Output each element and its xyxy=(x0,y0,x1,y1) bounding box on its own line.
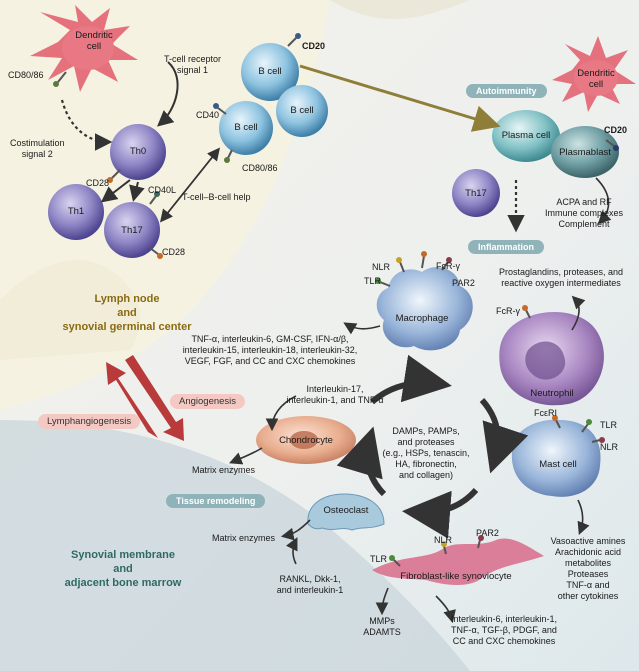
lymphangiogenesis-tag: Lymphangiogenesis xyxy=(38,414,141,429)
tlr-mast-label: TLR xyxy=(600,420,618,430)
fibroblast-cell xyxy=(372,538,544,585)
mmps-label: MMPs ADAMTS xyxy=(363,616,401,637)
osteoclast-label: Osteoclast xyxy=(323,505,369,516)
th1-label: Th1 xyxy=(67,206,85,217)
plasma-cell xyxy=(492,110,560,162)
lymph-node-title: Lymph node and synovial germinal center xyxy=(62,293,192,333)
acpa-label: ACPA and RF Immune complexes Complement xyxy=(544,197,624,229)
b-cell-2 xyxy=(276,85,328,137)
b-to-plasma-arrow xyxy=(299,64,501,132)
b-cell-1 xyxy=(241,43,299,101)
tlr-fibroblast-label: TLR xyxy=(370,554,388,564)
cd80-86-b-label: CD80/86 xyxy=(242,163,278,173)
t-b-help-label: T-cell–B-cell help xyxy=(182,192,251,202)
th0-label: Th0 xyxy=(129,146,147,157)
angiogenesis-arrow xyxy=(125,355,184,441)
b-cell-3 xyxy=(219,101,273,155)
cycle-arrow-bottom xyxy=(402,487,479,539)
prostaglandins-label: Prostaglandins, proteases, and reactive … xyxy=(498,267,624,288)
cd28-th17-label: CD28 xyxy=(162,247,186,257)
angiogenesis-tag: Angiogenesis xyxy=(170,394,246,409)
b-cell-1-label: B cell xyxy=(258,66,282,77)
dendritic-cell-right-label: Dendritic cell xyxy=(577,68,615,90)
cd20-top-label: CD20 xyxy=(302,41,326,51)
osteoclast-cell xyxy=(307,493,385,531)
macrophage-cell xyxy=(376,267,473,351)
plasmablast-label: Plasmablast xyxy=(559,147,611,158)
receptor-stubs xyxy=(53,33,619,567)
cd28-th0-label: CD28 xyxy=(86,178,110,188)
dendritic-cell-right xyxy=(552,36,636,112)
fcr-macrophage-label: FcR-γ xyxy=(436,261,460,271)
cd20-right-label: CD20 xyxy=(604,125,628,135)
mast-cell xyxy=(511,419,601,497)
b-cell-2-label: B cell xyxy=(290,105,314,116)
t-b-help-arrow-2 xyxy=(160,149,219,223)
cycle-arrow-right xyxy=(479,398,529,474)
matrix-enzymes-2-label: Matrix enzymes xyxy=(212,533,276,543)
damps-label: DAMPs, PAMPs, and proteases (e.g., HSPs,… xyxy=(382,426,470,480)
rankl-label: RANKL, Dkk-1, and interleukin-1 xyxy=(276,574,344,595)
neutrophil-label: Neutrophil xyxy=(530,388,574,399)
par2-macrophage-label: PAR2 xyxy=(452,278,475,288)
nlr-mast-label: NLR xyxy=(600,442,619,452)
th17-right-label: Th17 xyxy=(465,188,487,199)
costim-signal-label: Costimulation signal 2 xyxy=(10,138,65,159)
th0-th17-arrow xyxy=(129,181,145,202)
autoimmunity-tag: Autoimmunity xyxy=(466,84,547,98)
th17-cell-right xyxy=(452,169,500,217)
macrophage-output-label: TNF-α, interleukin-6, GM-CSF, IFN-α/β, i… xyxy=(182,334,358,366)
fibroblast-label: Fibroblast-like synoviocyte xyxy=(400,571,512,582)
mast-cell-label: Mast cell xyxy=(539,459,577,470)
macrophage-label: Macrophage xyxy=(395,313,449,324)
inflammation-tag: Inflammation xyxy=(468,240,545,254)
tcr-signal-arrow xyxy=(156,61,179,127)
th1-cell xyxy=(48,184,104,240)
plasmablast-cell xyxy=(551,126,619,178)
th0-th1-arrow xyxy=(100,179,131,203)
tissue-remodeling-tag: Tissue remodeling xyxy=(166,494,266,508)
b-cell-3-label: B cell xyxy=(234,122,258,133)
synovial-title: Synovial membrane and adjacent bone marr… xyxy=(64,549,182,589)
plasma-cell-label: Plasma cell xyxy=(501,130,551,141)
costim-signal-arrow xyxy=(60,99,113,151)
th17-cell-left xyxy=(104,202,160,258)
tcr-signal-label: T-cell receptor signal 1 xyxy=(164,54,222,75)
nlr-fibroblast-label: NLR xyxy=(434,535,453,545)
cd40-label: CD40 xyxy=(196,110,220,120)
lymphangiogenesis-arrow xyxy=(106,362,158,438)
fibroblast-output-label: Interleukin-6, interleukin-1, TNF-α, TGF… xyxy=(450,614,558,646)
cd40l-label: CD40L xyxy=(148,185,177,195)
fcr-neutrophil-label: FcR-γ xyxy=(496,306,520,316)
il17-label: Interleukin-17, interleukin-1, and TNF-α xyxy=(286,384,384,405)
nlr-macrophage-label: NLR xyxy=(372,262,391,272)
matrix-enzymes-1-label: Matrix enzymes xyxy=(192,465,256,475)
tlr-macrophage-label: TLR xyxy=(364,276,382,286)
th0-cell xyxy=(110,124,166,180)
cycle-arrow-top xyxy=(370,354,452,405)
cycle-arrow-left xyxy=(336,426,387,497)
chondrocyte-label: Chondrocyte xyxy=(279,435,333,446)
mast-output-label: Vasoactive amines Arachidonic acid metab… xyxy=(550,536,626,601)
fceri-label: FcεRI xyxy=(534,408,558,418)
par2-fibroblast-label: PAR2 xyxy=(476,528,499,538)
dendritic-cell-top-label: Dendritic cell xyxy=(75,30,113,52)
th17-left-label: Th17 xyxy=(121,225,143,236)
cd80-86-left-label: CD80/86 xyxy=(8,70,44,80)
dendritic-cell-top xyxy=(30,5,138,92)
